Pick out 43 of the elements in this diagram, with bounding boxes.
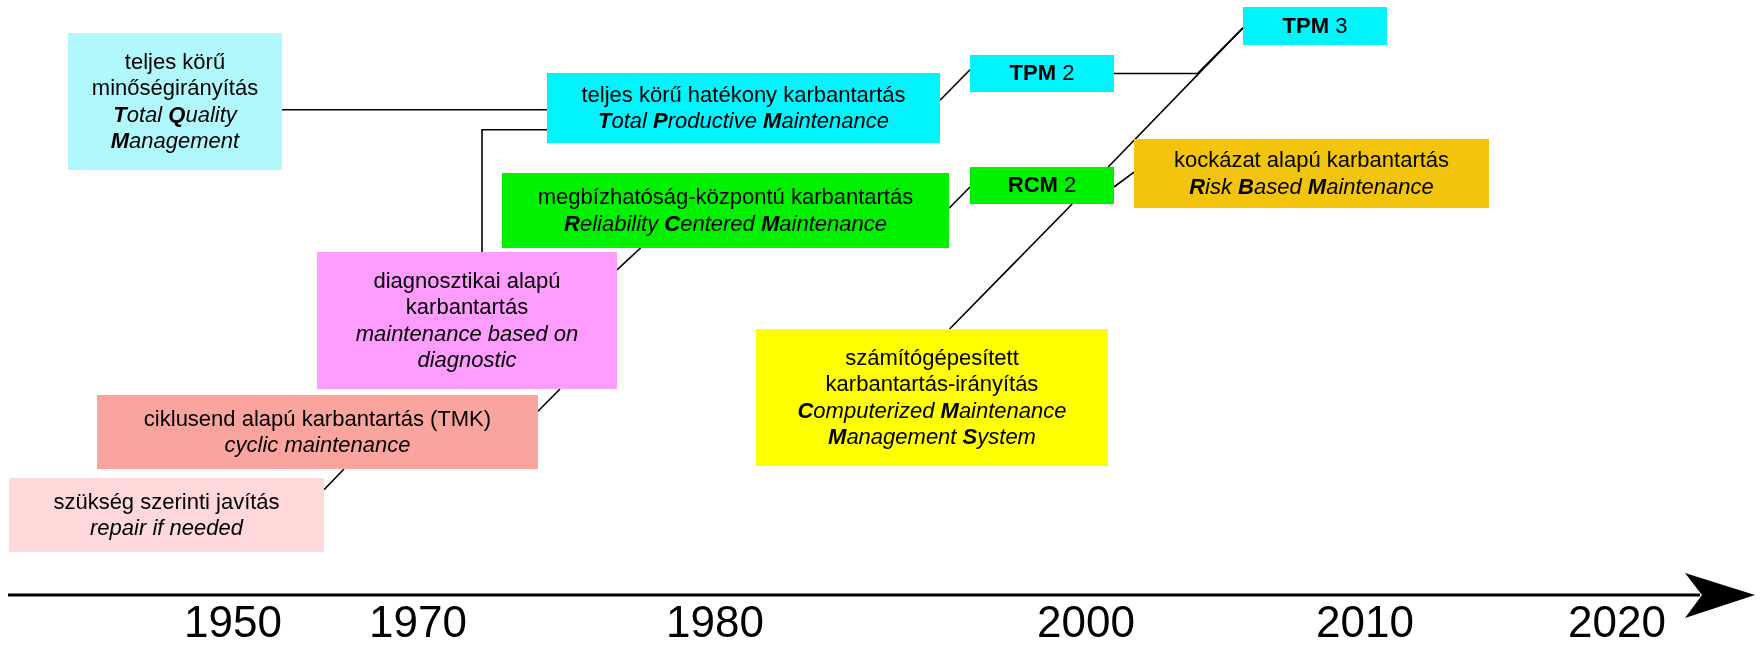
- connector-line: [537, 388, 561, 413]
- hungarian-term: kockázat alapú karbantartás: [1173, 147, 1450, 174]
- connector-line: [323, 468, 345, 491]
- year-label: 1980: [665, 600, 765, 644]
- hungarian-term: RCM 2: [1007, 172, 1077, 199]
- hungarian-term: TPM 3: [1282, 12, 1348, 40]
- connector-line: [281, 108, 548, 111]
- stage-box: [9, 478, 324, 552]
- hungarian-term: megbízhatóság-központú karbantartás: [537, 184, 914, 211]
- english-term: Reliability Centered Maintenance: [564, 210, 887, 237]
- year-label: 2000: [1036, 600, 1136, 644]
- stage-box: [502, 173, 949, 248]
- stage-box: [97, 395, 538, 469]
- connector-line: [948, 203, 1073, 330]
- english-term: Total Productive Maintenance: [597, 108, 890, 135]
- connector-line: [948, 186, 971, 210]
- stage-box: [1243, 7, 1387, 45]
- english-term: Computerized Maintenance Management System: [796, 397, 1068, 451]
- english-term: cyclic maintenance: [224, 432, 411, 459]
- english-term: Total Quality Management: [109, 101, 241, 155]
- stage-box: [1134, 139, 1489, 208]
- stage-box: [317, 252, 617, 389]
- connector-line: [1113, 27, 1244, 75]
- connector-line: [616, 247, 642, 271]
- stage-box: [970, 55, 1114, 92]
- hungarian-term: ciklusend alapú karbantartás (TMK): [143, 405, 492, 432]
- year-label: 1950: [183, 600, 283, 644]
- stage-box: [68, 33, 282, 170]
- connector-line: [939, 69, 971, 102]
- english-term: repair if needed: [90, 515, 243, 542]
- hungarian-term: TPM 2: [1009, 60, 1075, 87]
- year-label: 2010: [1315, 600, 1415, 644]
- year-label: 2020: [1567, 600, 1667, 644]
- connector-line: [481, 128, 548, 253]
- year-label: 1970: [368, 600, 468, 644]
- hungarian-term: teljes körű hatékony karbantartás: [581, 81, 906, 108]
- stage-box: [756, 329, 1108, 466]
- hungarian-term: szükség szerinti javítás: [53, 488, 280, 515]
- english-term: maintenance based on diagnostic: [354, 320, 580, 374]
- connector-line: [1113, 171, 1135, 188]
- stage-box: [970, 167, 1114, 204]
- english-term: Risk Based Maintenance: [1189, 173, 1434, 200]
- stage-box: [547, 73, 940, 143]
